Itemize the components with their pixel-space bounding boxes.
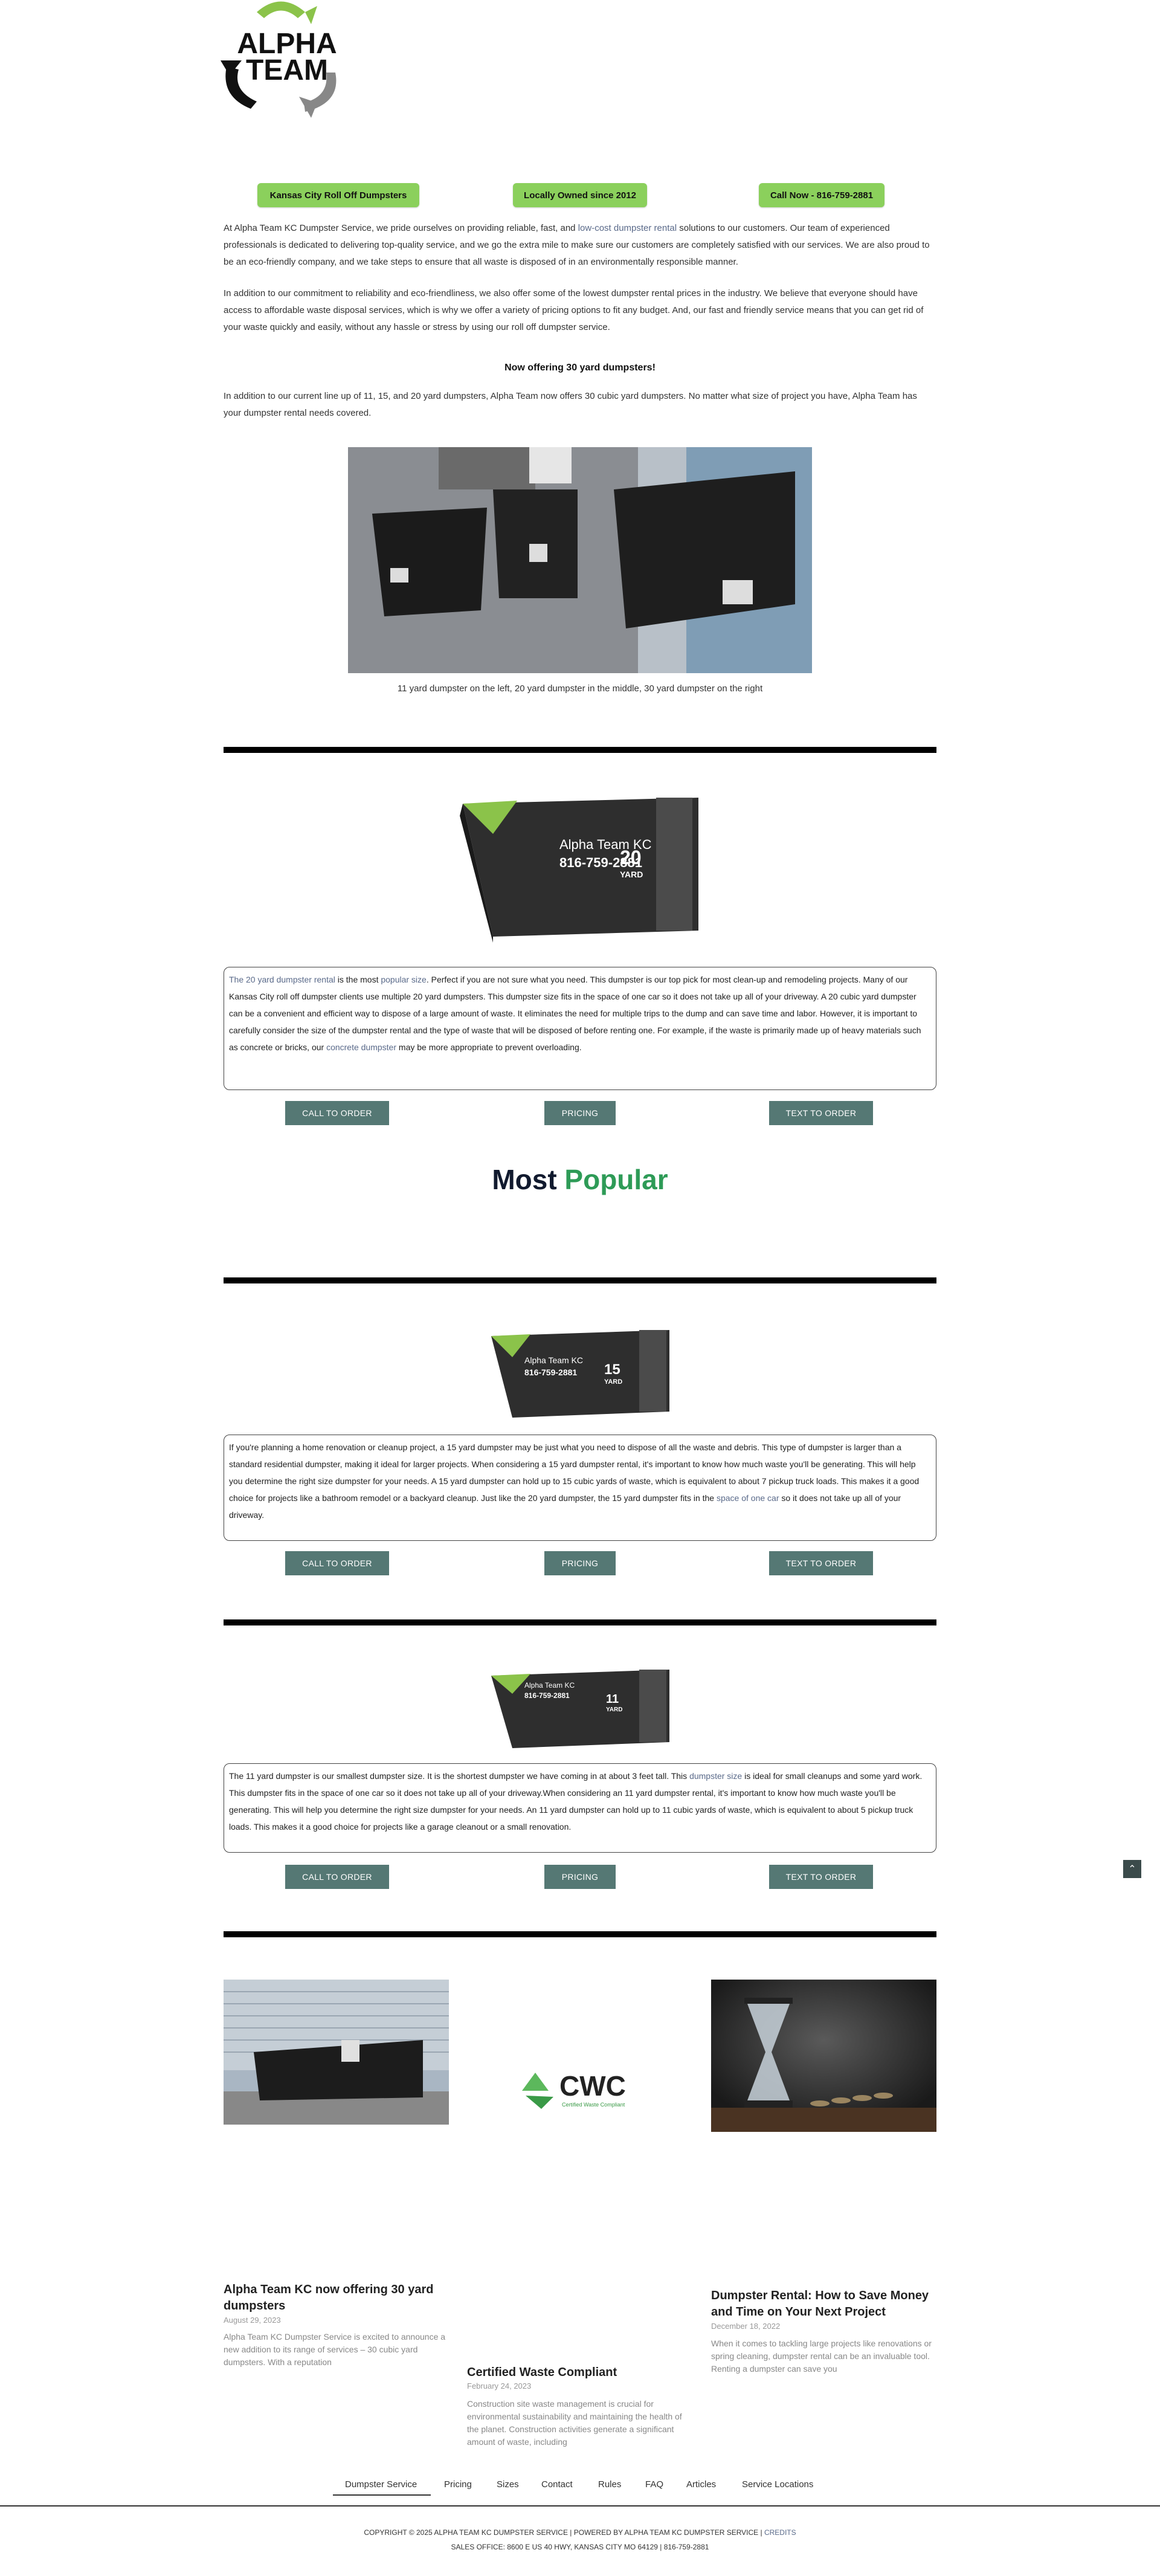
section-divider	[224, 1277, 936, 1283]
svg-text:YARD: YARD	[620, 870, 643, 879]
call-to-order-button[interactable]: CALL TO ORDER	[285, 1551, 389, 1575]
svg-text:816-759-2881: 816-759-2881	[524, 1691, 570, 1700]
post-excerpt: When it comes to tackling large projects…	[711, 2339, 932, 2374]
call-to-order-button[interactable]: CALL TO ORDER	[285, 1865, 389, 1889]
hourglass-post-image[interactable]	[711, 1980, 936, 2132]
svg-text:CWC: CWC	[559, 2070, 626, 2102]
text-to-order-button[interactable]: TEXT TO ORDER	[769, 1101, 873, 1125]
low-cost-dumpster-link[interactable]: low-cost dumpster rental	[578, 223, 677, 233]
most-popular-heading: Most Popular	[492, 1164, 668, 1195]
post-date: February 24, 2023	[467, 2381, 532, 2390]
nav-rules[interactable]: Rules	[598, 2479, 622, 2490]
footer-sales-office: SALES OFFICE: 8600 E US 40 HWY, KANSAS C…	[451, 2543, 709, 2551]
svg-text:Alpha Team KC: Alpha Team KC	[524, 1355, 583, 1365]
post-title[interactable]: Alpha Team KC now offering 30 yard dumps…	[224, 2283, 434, 2313]
three-dumpsters-photo	[348, 447, 812, 673]
pricing-button[interactable]: PRICING	[544, 1101, 616, 1125]
footer-divider	[0, 2505, 1160, 2507]
svg-text:YARD: YARD	[606, 1706, 622, 1713]
recycle-icon	[526, 2096, 553, 2109]
fifteen-yard-dumpster-image: Alpha Team KC 816-759-2881 15 YARD	[491, 1330, 669, 1418]
post-excerpt: Construction site waste management is cr…	[467, 2399, 682, 2447]
nav-contact[interactable]: Contact	[541, 2479, 573, 2490]
pill-locally-owned: Locally Owned since 2012	[513, 183, 647, 207]
text-to-order-button[interactable]: TEXT TO ORDER	[769, 1865, 873, 1889]
call-to-order-button[interactable]: CALL TO ORDER	[285, 1101, 389, 1125]
svg-text:YARD: YARD	[604, 1378, 622, 1386]
concrete-dumpster-link[interactable]: concrete dumpster	[326, 1042, 397, 1052]
recycle-arrow-green-icon	[257, 1, 305, 18]
svg-text:20: 20	[620, 847, 642, 868]
recycle-arrow-black-icon	[225, 66, 257, 109]
nav-service-locations[interactable]: Service Locations	[742, 2479, 814, 2490]
twenty-yard-rental-link[interactable]: The 20 yard dumpster rental	[229, 975, 335, 984]
recycle-arrow-head-icon	[299, 97, 317, 118]
svg-text:816-759-2881: 816-759-2881	[524, 1367, 577, 1377]
svg-text:Alpha Team KC: Alpha Team KC	[524, 1681, 575, 1690]
nav-sizes[interactable]: Sizes	[497, 2479, 519, 2490]
logo-text-alpha: ALPHA	[237, 28, 337, 60]
popular-size-link[interactable]: popular size	[381, 975, 427, 984]
alpha-team-logo[interactable]: ALPHA TEAM	[214, 0, 359, 121]
logo-text-team: TEAM	[246, 54, 328, 86]
twenty-yard-dumpster-image: Alpha Team KC 816-759-2881 20 YARD	[460, 798, 698, 943]
eleven-yard-dumpster-image: Alpha Team KC 816-759-2881 11 YARD	[491, 1670, 669, 1748]
post-excerpt: Alpha Team KC Dumpster Service is excite…	[224, 2332, 446, 2367]
text-to-order-button[interactable]: TEXT TO ORDER	[769, 1551, 873, 1575]
svg-text:816-759-2881: 816-759-2881	[559, 855, 642, 870]
post-date: December 18, 2022	[711, 2322, 781, 2331]
post-title[interactable]: Dumpster Rental: How to Save Money and T…	[711, 2289, 929, 2319]
eleven-yard-description: The 11 yard dumpster is our smallest dum…	[224, 1763, 936, 1853]
intro-paragraph-1: At Alpha Team KC Dumpster Service, we pr…	[224, 223, 930, 267]
svg-text:11: 11	[606, 1693, 619, 1706]
svg-text:15: 15	[604, 1361, 620, 1378]
intro-paragraph-2: In addition to our commitment to reliabi…	[224, 288, 924, 332]
section-divider	[224, 1619, 936, 1625]
pricing-button[interactable]: PRICING	[544, 1551, 616, 1575]
svg-text:Alpha Team KC: Alpha Team KC	[559, 837, 652, 852]
space-of-one-car-link[interactable]: space of one car	[716, 1493, 779, 1503]
certified-waste-compliant-logo[interactable]: CWC Certified Waste Compliant	[517, 2067, 644, 2115]
post-title[interactable]: Certified Waste Compliant	[467, 2366, 617, 2379]
credits-link[interactable]: CREDITS	[764, 2528, 796, 2537]
pricing-button[interactable]: PRICING	[544, 1865, 616, 1889]
nav-pricing[interactable]: Pricing	[444, 2479, 472, 2490]
post-date: August 29, 2023	[224, 2316, 281, 2325]
nav-articles[interactable]: Articles	[686, 2479, 717, 2490]
fifteen-yard-description: If you're planning a home renovation or …	[224, 1435, 936, 1541]
footer-copyright: COPYRIGHT © 2025 ALPHA TEAM KC DUMPSTER …	[364, 2528, 796, 2537]
twenty-yard-description: The 20 yard dumpster rental is the most …	[224, 967, 936, 1090]
section-divider	[224, 1931, 936, 1937]
dumpster-photo-caption: 11 yard dumpster on the left, 20 yard du…	[397, 683, 763, 694]
thirty-yard-heading: Now offering 30 yard dumpsters!	[504, 363, 656, 373]
pill-call-now[interactable]: Call Now - 816-759-2881	[759, 183, 884, 207]
recycle-arrow-head-icon	[221, 60, 242, 76]
nav-active-underline	[333, 2494, 431, 2496]
thirty-yard-post-image[interactable]	[224, 1980, 449, 2125]
chevron-up-icon: ⌃	[1128, 1864, 1136, 1874]
svg-text:Certified Waste Compliant: Certified Waste Compliant	[562, 2102, 625, 2108]
nav-dumpster-service[interactable]: Dumpster Service	[345, 2479, 417, 2490]
nav-faq[interactable]: FAQ	[645, 2479, 664, 2490]
intro-paragraph-3: In addition to our current line up of 11…	[224, 391, 917, 418]
recycle-icon	[522, 2073, 549, 2091]
pill-kansas-city: Kansas City Roll Off Dumpsters	[257, 183, 419, 207]
scroll-to-top-button[interactable]: ⌃	[1123, 1860, 1141, 1878]
recycle-arrow-head-icon	[305, 6, 317, 24]
dumpster-size-link[interactable]: dumpster size	[689, 1771, 743, 1781]
section-divider	[224, 747, 936, 753]
